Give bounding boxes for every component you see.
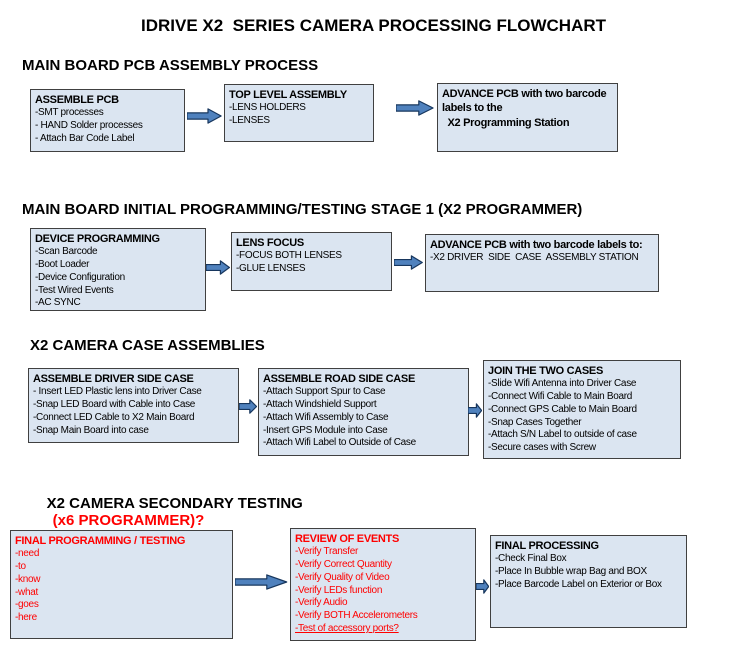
- box-item: -Verify Correct Quantity: [295, 559, 392, 571]
- box-item: -to: [15, 561, 26, 573]
- box-item: -Check Final Box: [495, 553, 567, 565]
- flow-arrow-icon: [468, 403, 482, 418]
- flow-box-assemble-driver-side-case: ASSEMBLE DRIVER SIDE CASE - Insert LED P…: [28, 368, 239, 443]
- box-item: -Test Wired Events: [35, 284, 114, 296]
- box-item: -Scan Barcode: [35, 246, 98, 258]
- flow-arrow-icon: [187, 108, 222, 124]
- box-item: -Snap Cases Together: [488, 416, 582, 428]
- box-title: DEVICE PROGRAMMING: [35, 233, 160, 245]
- box-item: -know: [15, 573, 41, 585]
- flow-arrow-icon: [239, 399, 257, 414]
- flow-box-advance-pcb-programming-station: ADVANCE PCB with two barcode labels to t…: [437, 83, 618, 152]
- box-item: -Device Configuration: [35, 271, 125, 283]
- box-item: -Attach Support Spur to Case: [263, 386, 386, 398]
- section-heading-case-assemblies: X2 CAMERA CASE ASSEMBLIES: [30, 337, 265, 354]
- flow-box-top-level-assembly: TOP LEVEL ASSEMBLY -LENS HOLDERS -LENSES: [224, 84, 374, 142]
- box-title: JOIN THE TWO CASES: [488, 365, 603, 377]
- flow-box-assemble-road-side-case: ASSEMBLE ROAD SIDE CASE -Attach Support …: [258, 368, 469, 456]
- box-item: -Verify BOTH Accelerometers: [295, 610, 418, 622]
- box-item: -Place Barcode Label on Exterior or Box: [495, 578, 662, 590]
- box-item: -Verify LEDs function: [295, 584, 383, 596]
- box-item: -X2 DRIVER SIDE CASE ASSEMBLY STATION: [430, 252, 639, 264]
- box-item: -Snap Main Board into case: [33, 424, 149, 436]
- section-heading-secondary-testing-main: X2 CAMERA SECONDARY TESTING: [46, 495, 303, 512]
- flow-arrow-icon: [235, 574, 288, 590]
- flow-box-final-processing: FINAL PROCESSING -Check Final Box -Place…: [490, 535, 687, 628]
- flow-box-review-of-events: REVIEW OF EVENTS -Verify Transfer -Verif…: [290, 528, 476, 641]
- flow-arrow-icon: [396, 100, 434, 116]
- flow-box-device-programming: DEVICE PROGRAMMING -Scan Barcode -Boot L…: [30, 228, 206, 311]
- box-item: -Verify Audio: [295, 597, 348, 609]
- box-title: ASSEMBLE DRIVER SIDE CASE: [33, 373, 194, 385]
- box-title: LENS FOCUS: [236, 237, 304, 249]
- box-title: FINAL PROGRAMMING / TESTING: [15, 535, 186, 547]
- box-title: ADVANCE PCB with two barcode labels to t…: [442, 88, 607, 129]
- box-item: -FOCUS BOTH LENSES: [236, 250, 342, 262]
- flow-arrow-icon: [476, 579, 489, 594]
- box-item: -Test of accessory ports?: [295, 623, 399, 635]
- box-item: -Boot Loader: [35, 259, 90, 271]
- box-item: -Connect Wifi Cable to Main Board: [488, 391, 633, 403]
- box-item: -Slide Wifi Antenna into Driver Case: [488, 378, 637, 390]
- box-item: - Attach Bar Code Label: [35, 132, 135, 144]
- flow-box-assemble-pcb: ASSEMBLE PCB -SMT processes - HAND Solde…: [30, 89, 185, 152]
- flow-arrow-icon: [394, 255, 423, 270]
- box-item: -goes: [15, 599, 39, 611]
- page-title: IDRIVE X2 SERIES CAMERA PROCESSING FLOWC…: [140, 16, 607, 35]
- section-heading-pcb-assembly: MAIN BOARD PCB ASSEMBLY PROCESS: [22, 57, 319, 74]
- box-item: -Attach Wifi Label to Outside of Case: [263, 437, 416, 449]
- box-item: - Insert LED Plastic lens into Driver Ca…: [33, 386, 202, 398]
- box-title: ADVANCE PCB with two barcode labels to:: [430, 239, 643, 251]
- box-title: ASSEMBLE ROAD SIDE CASE: [263, 373, 416, 385]
- box-title: FINAL PROCESSING: [495, 540, 599, 552]
- section-heading-secondary-testing: X2 CAMERA SECONDARY TESTING (x6 PROGRAMM…: [30, 478, 303, 546]
- box-item: -Attach S/N Label to outside of case: [488, 429, 637, 441]
- box-title: REVIEW OF EVENTS: [295, 533, 399, 545]
- box-item: -Snap LED Board with Cable into Case: [33, 399, 196, 411]
- box-item: -AC SYNC: [35, 297, 81, 309]
- box-item: -LENS HOLDERS: [229, 102, 306, 114]
- box-item: - HAND Solder processes: [35, 120, 143, 132]
- box-item: -Attach Windshield Support: [263, 399, 377, 411]
- box-item: -Verify Quality of Video: [295, 571, 390, 583]
- flow-box-join-two-cases: JOIN THE TWO CASES -Slide Wifi Antenna i…: [483, 360, 681, 459]
- box-item: -GLUE LENSES: [236, 263, 306, 275]
- flow-arrow-icon: [206, 260, 230, 275]
- box-item: -Place In Bubble wrap Bag and BOX: [495, 566, 647, 578]
- box-title: ASSEMBLE PCB: [35, 94, 119, 106]
- section-heading-initial-programming: MAIN BOARD INITIAL PROGRAMMING/TESTING S…: [22, 201, 583, 218]
- box-item: -Secure cases with Screw: [488, 442, 596, 454]
- section-heading-secondary-testing-note: (x6 PROGRAMMER)?: [52, 512, 205, 529]
- box-item: -LENSES: [229, 115, 270, 127]
- box-item: -Connect GPS Cable to Main Board: [488, 403, 637, 415]
- box-item: -what: [15, 586, 38, 598]
- flow-box-final-programming-testing: FINAL PROGRAMMING / TESTING -need -to -k…: [10, 530, 233, 639]
- box-item: -Attach Wifi Assembly to Case: [263, 411, 389, 423]
- flow-box-lens-focus: LENS FOCUS -FOCUS BOTH LENSES -GLUE LENS…: [231, 232, 392, 291]
- box-item: -need: [15, 548, 40, 560]
- box-item: -here: [15, 612, 37, 624]
- box-title: TOP LEVEL ASSEMBLY: [229, 89, 347, 101]
- box-item: -SMT processes: [35, 107, 104, 119]
- box-item: -Connect LED Cable to X2 Main Board: [33, 411, 195, 423]
- box-item: -Insert GPS Module into Case: [263, 424, 388, 436]
- box-item: -Verify Transfer: [295, 546, 358, 558]
- flow-box-advance-pcb-case-assembly: ADVANCE PCB with two barcode labels to: …: [425, 234, 659, 292]
